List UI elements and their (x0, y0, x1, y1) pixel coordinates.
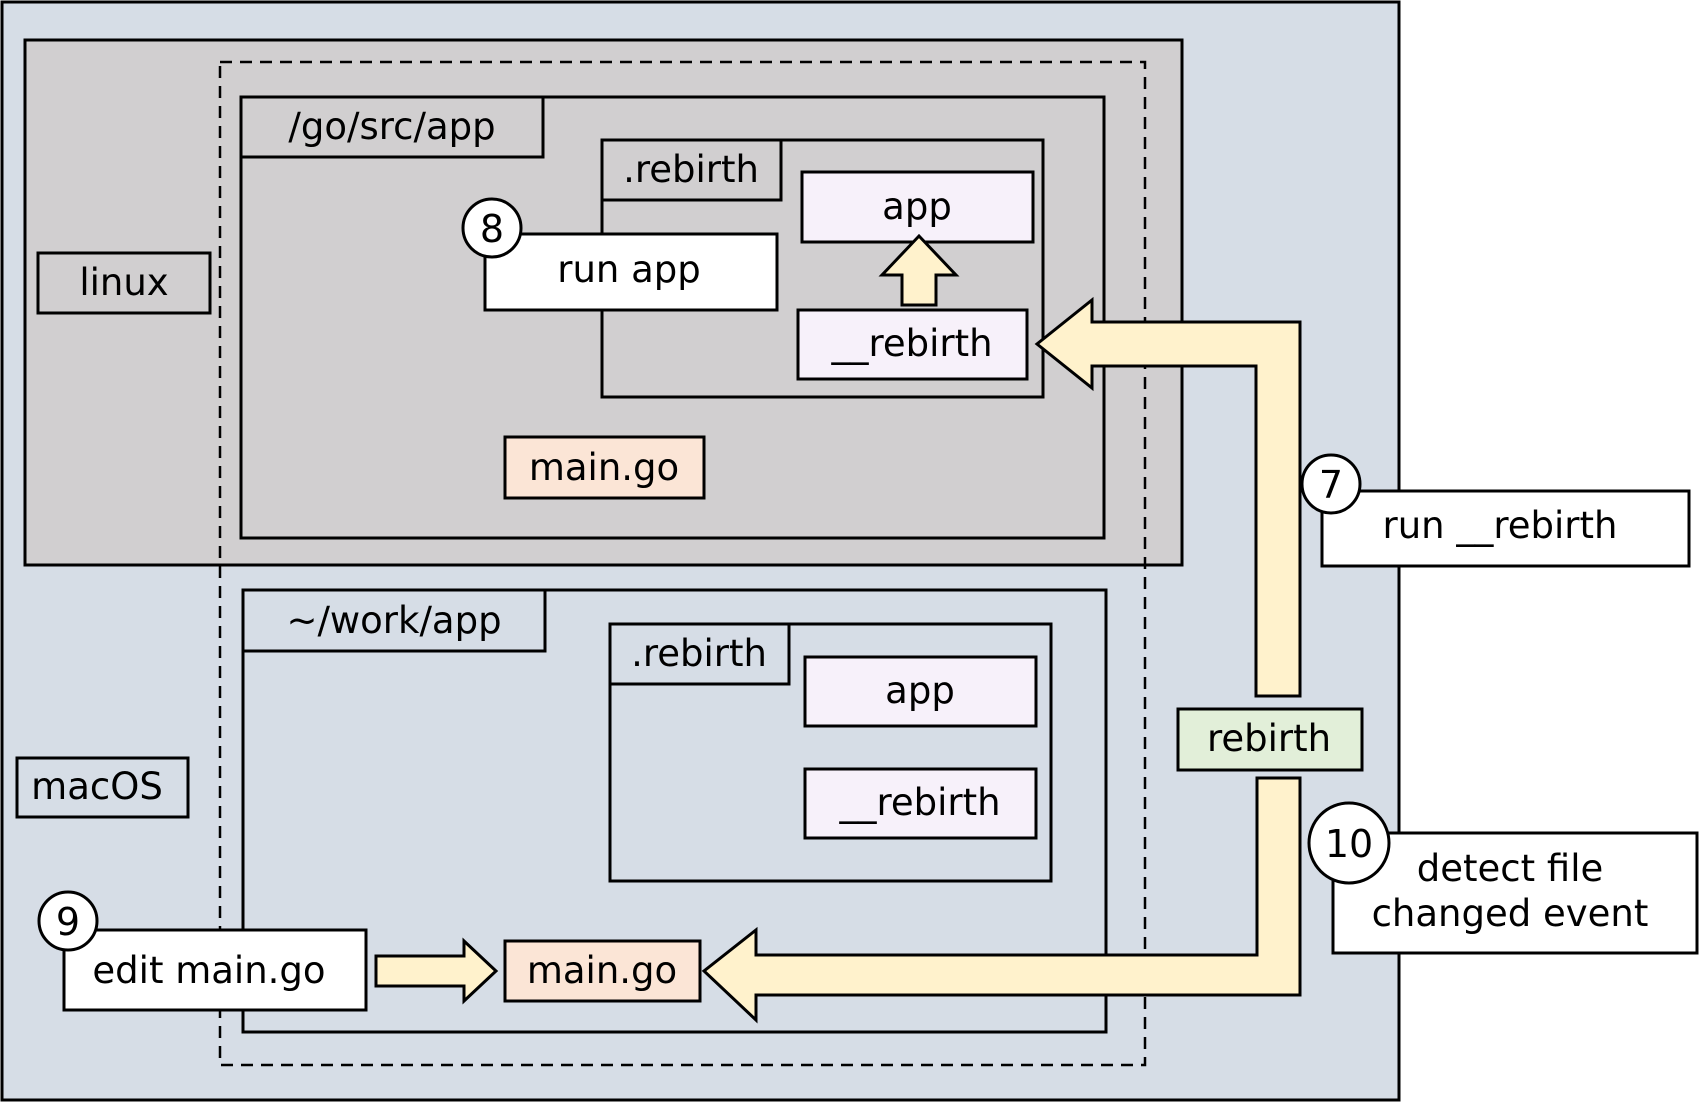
step-7-text: run __rebirth (1383, 504, 1618, 547)
work-app-tab (241, 588, 547, 653)
linux-rebirth-binary (796, 308, 1029, 381)
linux-rebirth-binary-label: __rebirth (830, 322, 992, 365)
go-src-app-tab (239, 95, 545, 159)
mac-app-binary-label: app (885, 669, 955, 712)
step-9-box (62, 928, 368, 1012)
linux-main-go-label: main.go (529, 446, 679, 489)
mac-app-binary (803, 655, 1038, 728)
macos-label-box (15, 756, 190, 819)
step-9-badge (37, 890, 99, 952)
macos-label: macOS (31, 765, 163, 808)
linux-rebirth-tab (600, 138, 783, 202)
rebirth-tool-box (1176, 707, 1364, 772)
step-9-text: edit main.go (92, 949, 325, 992)
mac-rebirth-tab-label: .rebirth (631, 632, 767, 675)
step-10-box (1331, 831, 1699, 955)
step-8-badge (461, 197, 523, 259)
step-10-text-line-2: changed event (1372, 892, 1649, 935)
step-8-box (483, 232, 779, 312)
linux-main-go-file (503, 435, 706, 500)
step-8-number: 8 (480, 207, 504, 251)
step-7-box (1320, 489, 1691, 568)
step-7-badge (1300, 453, 1362, 515)
build-app-arrow (878, 233, 960, 307)
step-8-text: run app (557, 248, 701, 291)
mac-main-go-file (503, 939, 702, 1003)
detect-change-arrow (701, 776, 1302, 1024)
mac-main-go-label: main.go (527, 949, 677, 992)
work-app-label: ~/work/app (286, 599, 501, 642)
linux-app-binary (800, 170, 1035, 244)
step-9-number: 9 (56, 900, 80, 944)
edit-arrow (374, 937, 499, 1005)
mac-rebirth-tab (608, 622, 791, 686)
run-rebirth-arrow (1034, 296, 1302, 698)
mac-rebirth-binary-label: __rebirth (838, 781, 1000, 824)
linux-label: linux (79, 261, 168, 304)
step-10-number: 10 (1325, 822, 1373, 866)
linux-rebirth-tab-label: .rebirth (623, 148, 759, 191)
go-src-app-label: /go/src/app (288, 105, 495, 148)
mac-rebirth-binary (803, 767, 1038, 840)
step-10-text-line-1: detect file (1417, 847, 1603, 890)
shared-volume-boundary (218, 60, 1147, 1067)
step-7-number: 7 (1319, 463, 1343, 507)
rebirth-tool-label: rebirth (1207, 717, 1331, 760)
linux-app-binary-label: app (882, 185, 952, 228)
step-10-badge (1307, 801, 1391, 885)
linux-label-box (36, 251, 212, 315)
